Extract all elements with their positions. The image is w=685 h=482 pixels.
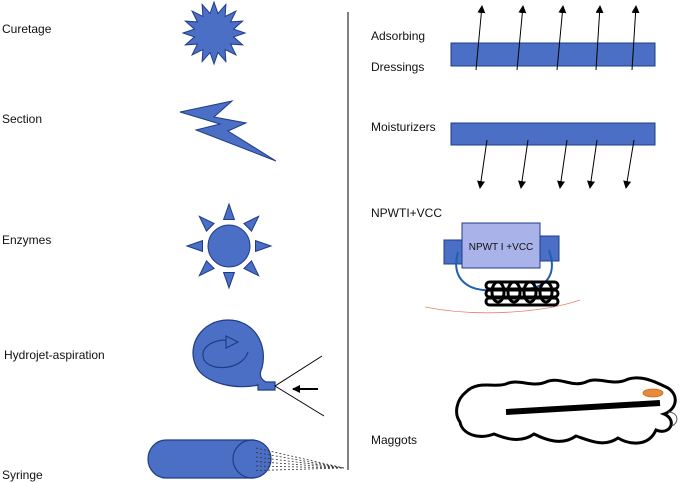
syringe-icon xyxy=(147,439,345,479)
label-section: Section xyxy=(2,112,42,126)
maggot-spot xyxy=(642,388,664,398)
label-enzymes: Enzymes xyxy=(2,233,51,247)
npwt-device-icon: NPWT I +VCC xyxy=(424,222,581,314)
maggot-icon xyxy=(455,376,678,445)
label-adsorbing: Adsorbing xyxy=(371,29,425,43)
label-maggots: Maggots xyxy=(371,433,417,447)
label-npwti-vcc: NPWTI+VCC xyxy=(371,206,442,220)
label-dressings: Dressings xyxy=(371,60,424,74)
hydrojet-device-icon xyxy=(192,319,325,417)
moisturizer-bar-icon xyxy=(450,122,656,189)
label-curetage: Curetage xyxy=(2,22,52,36)
dressing-bar-icon xyxy=(450,5,656,71)
label-hydrojet-aspiration: Hydrojet-aspiration xyxy=(4,348,105,362)
lightning-icon xyxy=(179,100,277,162)
label-moisturizers: Moisturizers xyxy=(371,120,436,134)
starburst-icon xyxy=(181,0,247,66)
sun-icon xyxy=(185,202,273,290)
npwt-box-label: NPWT I +VCC xyxy=(469,242,534,253)
label-syringe: Syringe xyxy=(2,468,43,482)
